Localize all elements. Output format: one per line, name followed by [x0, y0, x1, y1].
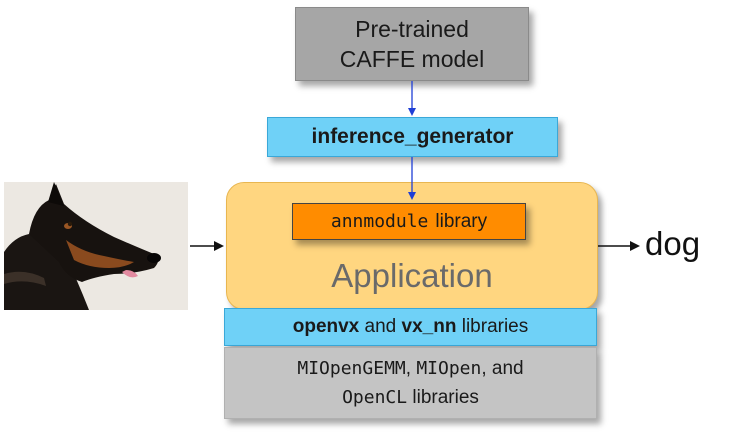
- miopengemm-label: MIOpenGEMM: [297, 358, 406, 379]
- annmodule-code: annmodule: [330, 211, 429, 232]
- miopen-line1: MIOpenGEMM, MIOpen, and: [297, 354, 523, 383]
- openvx-libraries-text: libraries: [456, 316, 529, 337]
- vx-nn-label: vx_nn: [401, 316, 457, 337]
- openvx-label: openvx: [292, 316, 360, 337]
- dog-input-image: [4, 182, 188, 310]
- caffe-model-box: Pre-trained CAFFE model: [295, 7, 529, 81]
- caffe-model-line2: CAFFE model: [339, 46, 485, 72]
- miopen-sep2: , and: [481, 358, 524, 379]
- openvx-libraries-box: openvx and vx_nn libraries: [224, 308, 597, 346]
- inference-generator-label: inference_generator: [311, 125, 514, 148]
- application-label: Application: [331, 257, 493, 294]
- caffe-model-line1: Pre-trained: [355, 16, 469, 42]
- annmodule-library-box: annmodule library: [292, 203, 526, 240]
- miopen-sep1: ,: [405, 358, 417, 379]
- inference-generator-box: inference_generator: [267, 117, 558, 157]
- application-box: annmodule library Application: [226, 182, 598, 310]
- miopen-libraries-box: MIOpenGEMM, MIOpen, and OpenCL libraries: [224, 347, 597, 419]
- annmodule-text: library: [435, 210, 488, 232]
- miopen-line2: OpenCL libraries: [342, 383, 479, 412]
- miopen-label: MIOpen: [416, 358, 482, 379]
- openvx-and-text: and: [359, 316, 402, 337]
- output-label: dog: [645, 225, 701, 262]
- opencl-libraries-text: libraries: [407, 387, 479, 408]
- opencl-label: OpenCL: [342, 387, 408, 408]
